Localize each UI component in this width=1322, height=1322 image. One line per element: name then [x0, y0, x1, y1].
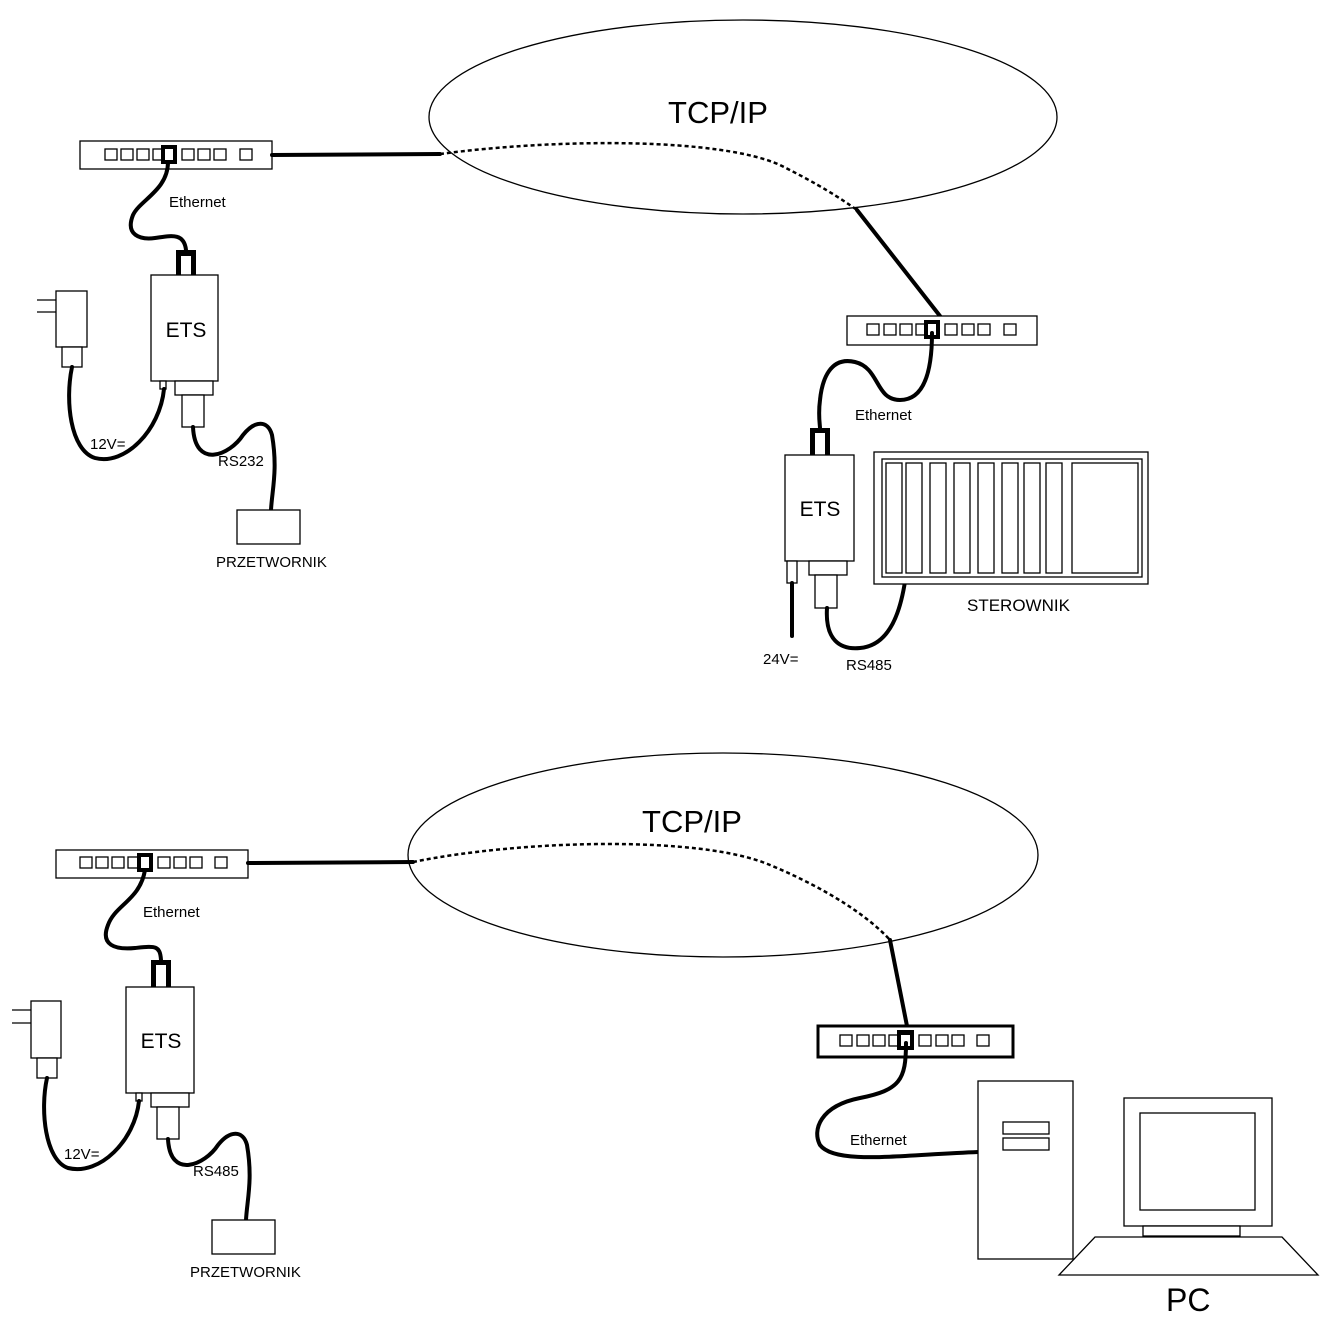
controller-top-right	[873, 451, 1149, 585]
ets-top-right-label: ETS	[800, 498, 841, 521]
switch-top-right	[846, 315, 1038, 346]
ethernet-label-top-right: Ethernet	[855, 407, 913, 424]
ethernet-cable-top-right	[817, 331, 934, 430]
tcpip-cloud-top-label: TCP/IP	[668, 95, 768, 130]
ethernet-cable-pc	[815, 1041, 980, 1160]
ethernet-cable-top-left	[128, 160, 188, 252]
power-cable-top-left	[67, 365, 166, 462]
serial-label-top-right: RS485	[846, 657, 892, 674]
serial-cable-top-left	[191, 421, 277, 512]
serial-cable-bottom-left	[166, 1131, 252, 1222]
converter-top-left	[236, 509, 301, 545]
ets-bottom-left-label: ETS	[141, 1030, 182, 1053]
tcpip-cloud-bottom-label: TCP/IP	[642, 804, 742, 839]
controller-label-top-right: STEROWNIK	[967, 596, 1071, 615]
uplink-bottom-left	[246, 860, 415, 865]
power-adapter-bottom-left	[12, 1000, 62, 1079]
converter-label-bottom-left: PRZETWORNIK	[190, 1264, 301, 1281]
pc-tower	[977, 1080, 1074, 1260]
ets-top-left: ETS	[150, 250, 219, 428]
tcpip-cloud-top	[428, 19, 1058, 215]
ethernet-label-bottom-left: Ethernet	[143, 904, 201, 921]
ethernet-cable-bottom-left	[104, 868, 163, 962]
tunnel-top	[439, 141, 858, 212]
switch-bottom-right	[816, 1024, 1015, 1059]
converter-label-top-left: PRZETWORNIK	[216, 554, 327, 571]
serial-label-top-left: RS232	[218, 453, 264, 470]
pc-label: PC	[1166, 1282, 1210, 1318]
tcpip-cloud-bottom	[407, 752, 1039, 958]
ets-top-left-label: ETS	[166, 319, 207, 342]
bottom-diagram: TCP/IP Ethernet ETS	[12, 752, 1320, 1318]
switch-bottom-left	[55, 849, 249, 879]
uplink-bottom-right	[888, 938, 909, 1028]
power-label-bottom-left: 12V=	[64, 1146, 100, 1163]
top-diagram: TCP/IP Ethernet ETS	[37, 19, 1149, 674]
uplink-top-left	[270, 152, 442, 157]
uplink-top-right	[855, 208, 942, 318]
power-cable-bottom-left	[42, 1076, 141, 1172]
tunnel-bottom	[412, 842, 891, 941]
power-adapter-top-left	[37, 290, 88, 368]
pc-monitor	[1057, 1097, 1320, 1276]
power-label-top-right: 24V=	[763, 651, 799, 668]
converter-bottom-left	[211, 1219, 276, 1255]
ets-top-right: ETS	[784, 428, 855, 609]
switch-top-left	[79, 140, 273, 170]
ethernet-label-pc: Ethernet	[850, 1132, 908, 1149]
serial-label-bottom-left: RS485	[193, 1163, 239, 1180]
ethernet-label-top-left: Ethernet	[169, 194, 227, 211]
power-label-top-left: 12V=	[90, 436, 126, 453]
ets-bottom-left: ETS	[125, 960, 195, 1140]
